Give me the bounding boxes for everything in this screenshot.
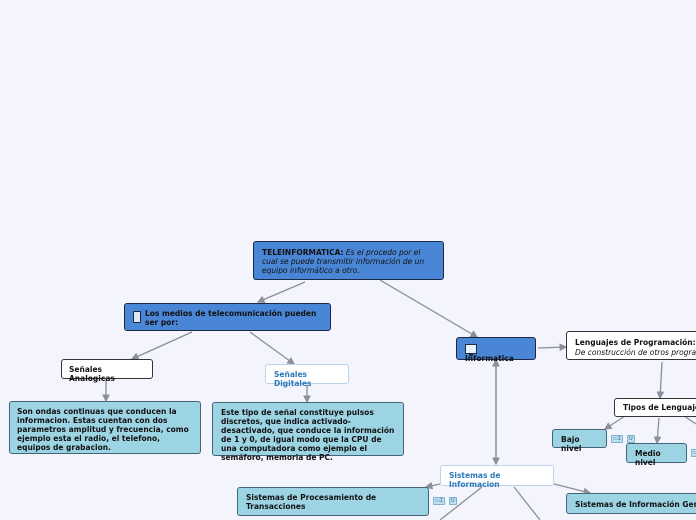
- edge-medios-analogicas: [130, 331, 193, 360]
- bajo-link-badge[interactable]: U: [627, 435, 635, 443]
- digitales-desc-node[interactable]: Este tipo de señal constituye pulsos dis…: [212, 402, 404, 462]
- analogicas-desc-node[interactable]: Son ondas continuas que conducen la info…: [9, 401, 201, 454]
- analogicas-node[interactable]: Señales Analogicas: [61, 359, 153, 383]
- edge-tipos-medio: [653, 417, 662, 445]
- tipos-label: Tipos de Lenguajes: [623, 403, 696, 412]
- lenguajes-desc: De construcción de otros programas i: [575, 348, 696, 357]
- medios-node[interactable]: Los medios de telecomunicación pueden se…: [124, 303, 331, 331]
- bajo-nivel-node[interactable]: Bajo nivel: [552, 429, 607, 453]
- digitales-desc-text: Este tipo de señal constituye pulsos dis…: [221, 408, 395, 462]
- procesamiento-comment-count: 1: [439, 498, 443, 504]
- informatica-node[interactable]: Informatica: [456, 337, 536, 363]
- bajo-comment-badge[interactable]: ▭1: [611, 435, 623, 443]
- edge-sistemas-gerencial: [553, 483, 592, 496]
- edge-tele-medios: [256, 281, 306, 304]
- computer-icon: [465, 344, 477, 356]
- procesamiento-node[interactable]: Sistemas de Procesamiento de Transaccion…: [237, 487, 429, 516]
- phone-icon: [133, 311, 141, 323]
- edge-sistemas-down-right: [513, 486, 541, 520]
- informatica-label: Informatica: [465, 354, 514, 363]
- edge-sistemas-procesamiento: [424, 481, 441, 490]
- gerencial-label: Sistemas de Información Gerer: [575, 500, 696, 509]
- edge-lenguajes-tipos: [656, 361, 665, 400]
- lenguajes-node[interactable]: Lenguajes de Programación: De construcci…: [566, 331, 696, 360]
- edge-tipos-right: [683, 415, 696, 425]
- procesamiento-link-badge[interactable]: U: [449, 497, 457, 505]
- teleinformatica-desc: Es el procedo por el cual se puede trans…: [262, 248, 425, 275]
- medio-nivel-label: Medio nivel: [635, 449, 661, 467]
- medio-nivel-node[interactable]: Medio nivel: [626, 443, 687, 467]
- digitales-label: Señales Digitales: [274, 370, 312, 388]
- bajo-comment-count: 1: [617, 436, 621, 442]
- analogicas-label: Señales Analogicas: [69, 365, 115, 383]
- digitales-node[interactable]: Señales Digitales: [265, 364, 349, 388]
- lenguajes-title: Lenguajes de Programación:: [575, 338, 696, 347]
- medios-label: Los medios de telecomunicación pueden se…: [145, 309, 317, 327]
- teleinformatica-node[interactable]: TELEINFORMATICA: Es el procedo por el cu…: [253, 241, 444, 280]
- procesamiento-label: Sistemas de Procesamiento de Transaccion…: [246, 493, 377, 511]
- procesamiento-comment-badge[interactable]: ▭1: [433, 497, 445, 505]
- tipos-node[interactable]: Tipos de Lenguajes: [614, 398, 696, 417]
- comment-icon: ▭: [613, 436, 618, 442]
- sistemas-node[interactable]: Sistemas de Informacion: [440, 465, 554, 489]
- teleinformatica-title: TELEINFORMATICA:: [262, 248, 344, 257]
- gerencial-node[interactable]: Sistemas de Información Gerer: [566, 493, 696, 514]
- comment-icon: ▭: [693, 450, 696, 456]
- edge-medios-digitales: [249, 331, 296, 365]
- analogicas-desc-text: Son ondas continuas que conducen la info…: [17, 407, 189, 452]
- link-icon: U: [451, 498, 455, 504]
- edge-sistemas-down-left: [439, 486, 483, 520]
- edge-informatica-lenguajes: [537, 343, 568, 352]
- link-icon: U: [629, 436, 633, 442]
- bajo-nivel-label: Bajo nivel: [561, 435, 582, 453]
- edge-tipos-bajo: [603, 415, 626, 430]
- medio-comment-badge[interactable]: ▭: [691, 449, 696, 457]
- sistemas-label: Sistemas de Informacion: [449, 471, 501, 489]
- edge-tele-informatica: [379, 279, 479, 338]
- comment-icon: ▭: [435, 498, 440, 504]
